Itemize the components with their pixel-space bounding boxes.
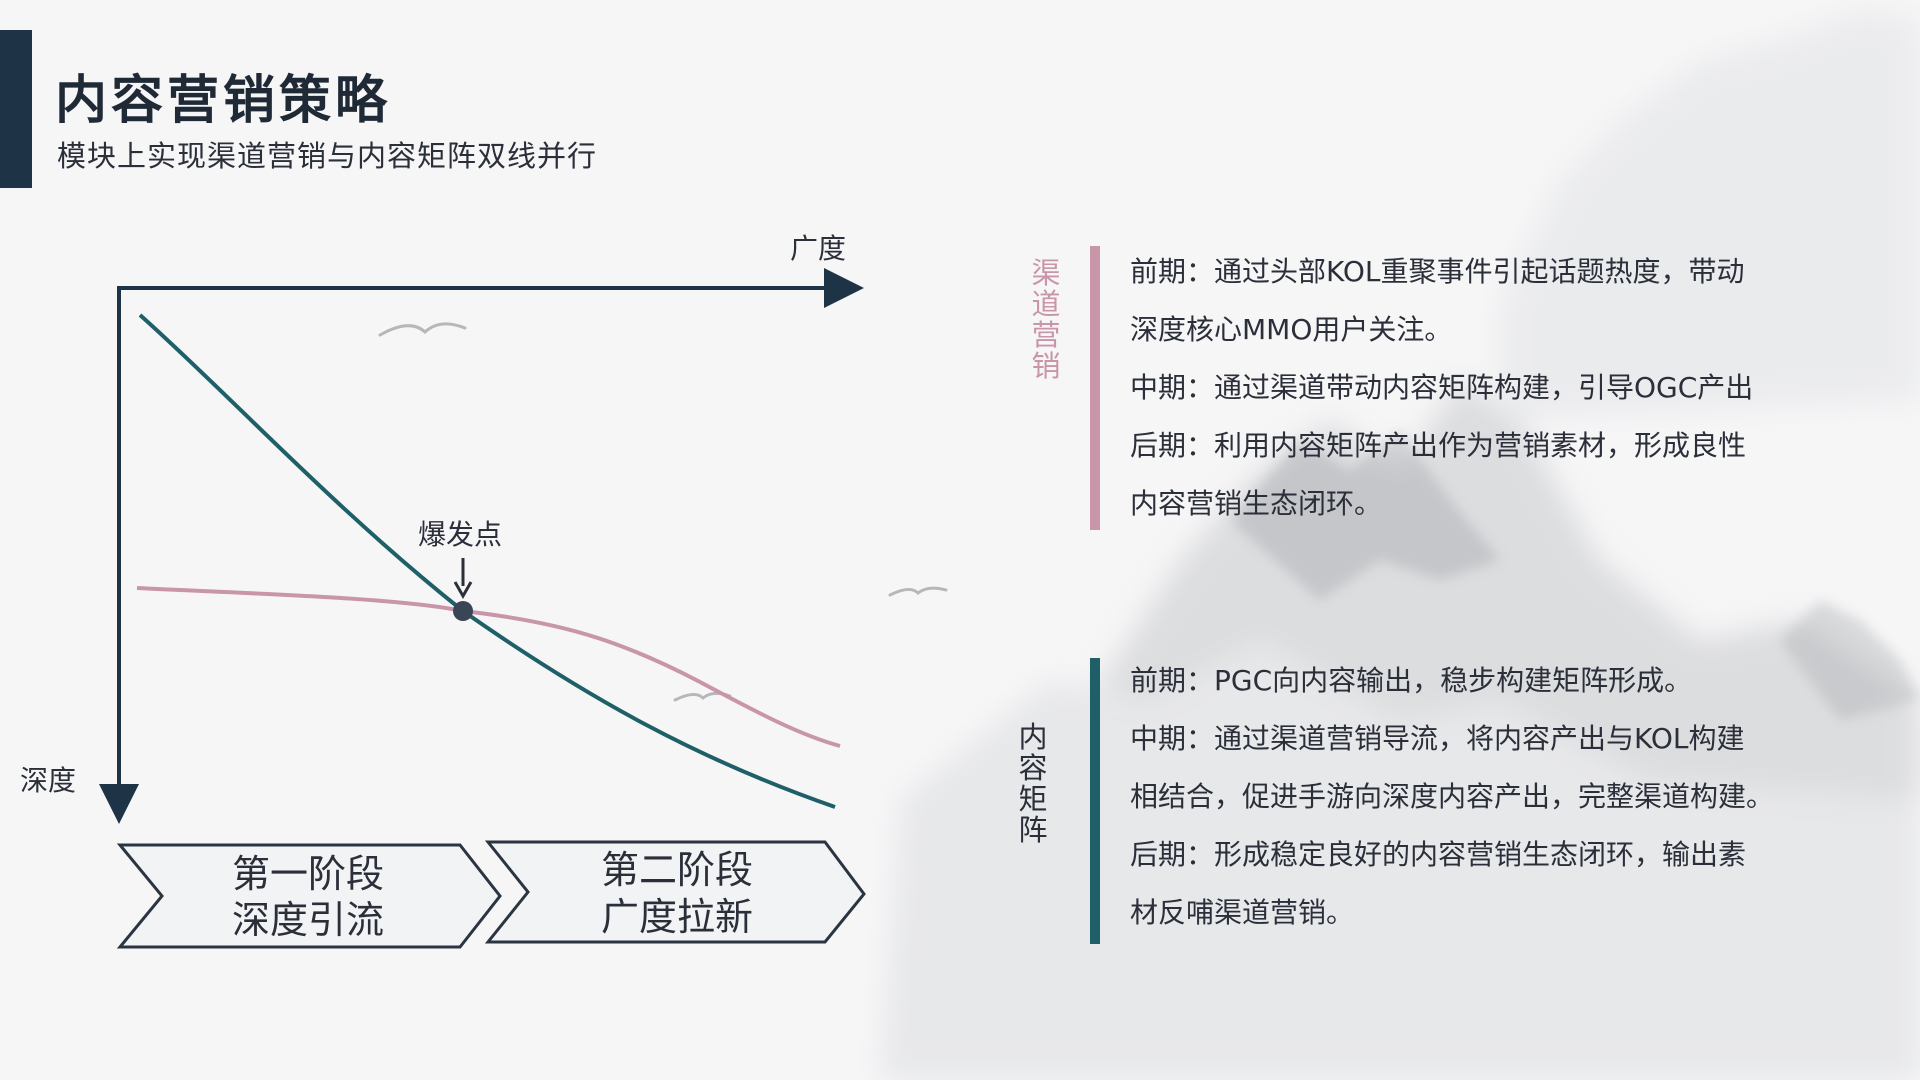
text-line: 后期：利用内容矩阵产出作为营销素材，形成良性 xyxy=(1130,429,1747,462)
burst-point-marker xyxy=(453,601,473,621)
burst-point-label: 爆发点 xyxy=(418,518,502,551)
x-axis-label: 广度 xyxy=(790,232,846,265)
phase-2-title: 第二阶段 xyxy=(601,848,753,892)
burst-arrow-head xyxy=(453,581,473,600)
channel-marketing-bar xyxy=(1090,246,1100,530)
page-subtitle: 模块上实现渠道营销与内容矩阵双线并行 xyxy=(57,139,598,173)
content-matrix-text: 前期：PGC向内容输出，稳步构建矩阵形成。 中期：通过渠道营销导流，将内容产出与… xyxy=(1130,652,1890,942)
title-accent-bar xyxy=(0,30,32,188)
content-matrix-label: 内 容 矩 阵 xyxy=(1018,720,1048,847)
phase-2-chevron xyxy=(484,840,866,944)
phase-2-subtitle: 广度拉新 xyxy=(601,895,753,939)
breadth-curve xyxy=(136,586,841,748)
text-line: 深度核心MMO用户关注。 xyxy=(1130,313,1453,346)
depth-curve xyxy=(138,313,836,809)
text-line: 中期：通过渠道带动内容矩阵构建，引导OGC产出 xyxy=(1130,371,1754,404)
text-line: 相结合，促进手游向深度内容产出，完整渠道构建。 xyxy=(1130,780,1775,813)
text-line: 前期：PGC向内容输出，稳步构建矩阵形成。 xyxy=(1130,664,1693,697)
text-line: 后期：形成稳定良好的内容营销生态闭环，输出素 xyxy=(1130,838,1747,871)
page-title: 内容营销策略 xyxy=(55,71,392,131)
y-axis-label: 深度 xyxy=(20,764,76,797)
text-line: 内容营销生态闭环。 xyxy=(1130,487,1383,520)
phase-1-chevron xyxy=(116,843,502,949)
phase-1-subtitle: 深度引流 xyxy=(232,898,384,942)
content-matrix-bar xyxy=(1090,658,1100,944)
phase-1-title: 第一阶段 xyxy=(232,852,384,896)
text-line: 前期：通过头部KOL重聚事件引起话题热度，带动 xyxy=(1130,255,1745,288)
text-line: 材反哺渠道营销。 xyxy=(1130,896,1355,929)
text-line: 中期：通过渠道营销导流，将内容产出与KOL构建 xyxy=(1130,722,1745,755)
channel-marketing-text: 前期：通过头部KOL重聚事件引起话题热度，带动 深度核心MMO用户关注。 中期：… xyxy=(1130,243,1890,533)
channel-marketing-label: 渠 道 营 销 xyxy=(1031,256,1061,383)
